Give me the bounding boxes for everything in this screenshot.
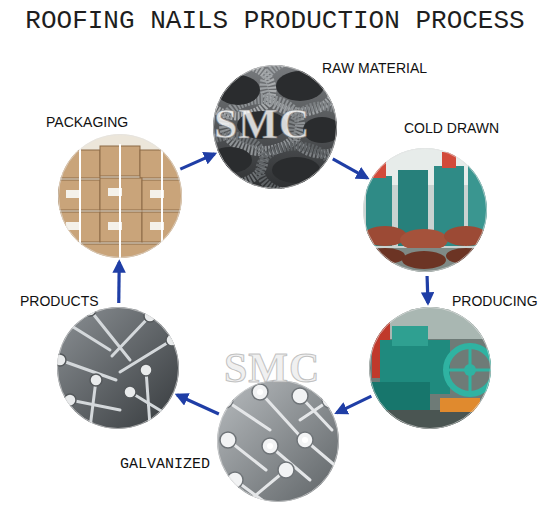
flow-arrow <box>337 396 372 413</box>
flow-arrow <box>425 276 429 303</box>
watermark: SMC <box>224 344 320 392</box>
nail-pile <box>54 304 181 431</box>
step-label: GALVANIZED <box>120 457 210 473</box>
flow-arrow <box>117 262 121 303</box>
galvanized-nails <box>215 378 341 504</box>
process-circle: COLD DRAWN <box>363 148 487 272</box>
circle-outline <box>57 307 179 429</box>
process-circle: PRODUCING <box>369 307 491 429</box>
process-circle: PACKAGING <box>58 134 182 258</box>
nail-machines <box>366 305 496 440</box>
step-label: PRODUCTS <box>20 293 99 309</box>
drawing-machines <box>360 145 492 278</box>
circle-border <box>370 308 491 429</box>
step-label: PRODUCING <box>452 293 538 309</box>
step-label: PACKAGING <box>46 114 128 130</box>
circle-outline <box>369 307 491 429</box>
step-label: RAW MATERIAL <box>322 60 427 76</box>
circle-outline <box>217 380 339 502</box>
circle-outline <box>363 148 487 272</box>
circle-border <box>364 149 487 272</box>
watermark: SMC <box>214 100 310 148</box>
wire-coils <box>196 60 352 194</box>
carton-stack <box>56 132 184 262</box>
circle-border <box>58 308 179 429</box>
diagram-title: ROOFING NAILS PRODUCTION PROCESS <box>0 6 550 36</box>
step-label: COLD DRAWN <box>404 120 499 136</box>
process-circle: GALVANIZED <box>217 380 339 502</box>
circle-border <box>59 135 182 258</box>
circle-border <box>214 66 337 189</box>
circle-outline <box>58 134 182 258</box>
flow-arrow <box>177 395 219 414</box>
circle-border <box>218 381 339 502</box>
flow-arrow <box>333 159 368 178</box>
flow-arrow <box>180 154 214 169</box>
process-circle: PRODUCTS <box>57 307 179 429</box>
